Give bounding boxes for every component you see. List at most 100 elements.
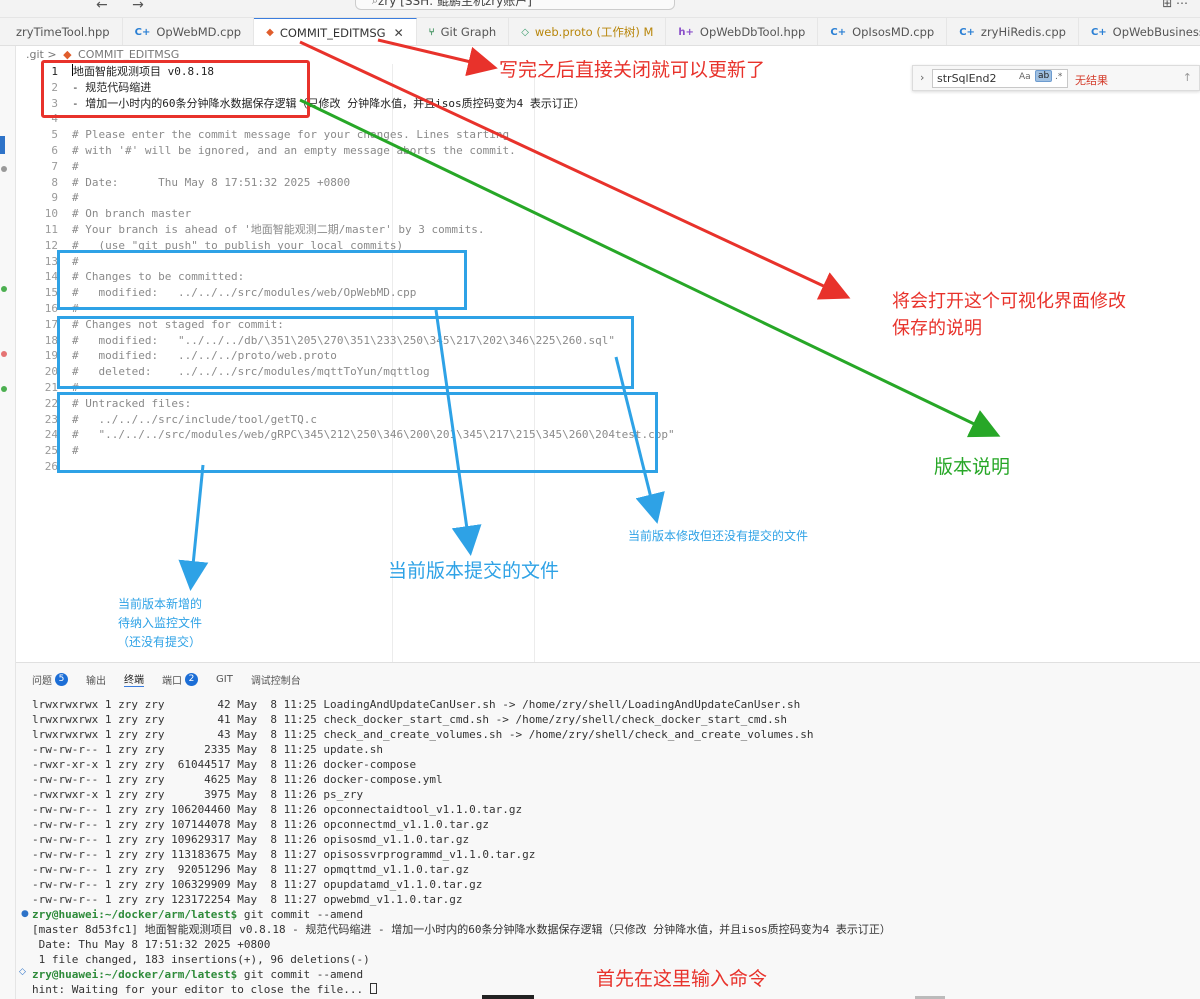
header-file-icon: h+ bbox=[678, 26, 694, 38]
code-line[interactable]: # with '#' will be ignored, and an empty… bbox=[72, 143, 516, 157]
code-line[interactable]: - 规范代码缩进 bbox=[72, 80, 152, 94]
tab-git-graph[interactable]: ⑂ Git Graph bbox=[417, 18, 510, 45]
tab-opwebmd[interactable]: C+ OpWebMD.cpp bbox=[123, 18, 255, 45]
code-line[interactable]: # ../../../src/include/tool/getTQ.c bbox=[72, 412, 318, 426]
terminal-command: git commit --amend bbox=[237, 968, 364, 981]
tab-label: 输出 bbox=[86, 675, 106, 687]
code-line[interactable]: # Please enter the commit message for yo… bbox=[72, 128, 510, 142]
cpp-file-icon: C+ bbox=[1090, 26, 1107, 38]
tab-output[interactable]: 输出 bbox=[86, 671, 106, 687]
terminal-line: -rw-rw-r-- 1 zry zry 109629317 May 8 11:… bbox=[32, 833, 470, 846]
code-line[interactable]: # bbox=[72, 159, 79, 173]
tab-terminal[interactable]: 终端 bbox=[124, 671, 144, 687]
command-center-label: zry [SSH: 鲲鹏主机zry账户] bbox=[378, 0, 532, 8]
version-note-box bbox=[41, 60, 310, 118]
chevron-right-icon[interactable]: › bbox=[920, 71, 925, 84]
terminal-cursor bbox=[369, 983, 377, 994]
tab-git[interactable]: GIT bbox=[216, 671, 233, 687]
terminal-prompt: zry@huawei:~/docker/arm/latest$ bbox=[32, 968, 238, 981]
command-center[interactable]: ⌕ zry [SSH: 鲲鹏主机zry账户] bbox=[355, 0, 675, 10]
tab-opwebdbtool[interactable]: h+ OpWebDbTool.hpp bbox=[666, 18, 819, 45]
terminal[interactable]: lrwxrwxrwx 1 zry zry 42 May 8 11:25 Load… bbox=[32, 697, 891, 997]
line-number: 25 bbox=[44, 444, 58, 458]
regex-toggle[interactable]: .* bbox=[1055, 72, 1063, 82]
code-line[interactable]: # bbox=[72, 191, 79, 205]
tab-label: 调试控制台 bbox=[250, 675, 301, 687]
tab-opwebbusinesstool[interactable]: C+ OpWebBusinessTool.cpp bbox=[1079, 18, 1200, 45]
code-line[interactable]: # Changes to be committed: bbox=[72, 270, 245, 284]
tab-label: OpIsosMD.cpp bbox=[852, 25, 935, 39]
close-note: 写完之后直接关闭就可以更新了 bbox=[499, 59, 766, 81]
terminal-line: -rw-rw-r-- 1 zry zry 2335 May 8 11:25 up… bbox=[32, 743, 383, 756]
tab-label: 终端 bbox=[124, 675, 144, 686]
match-case-toggle[interactable]: Aa bbox=[1019, 72, 1031, 82]
editor-tabs: zryTimeTool.hpp C+ OpWebMD.cpp ◆ COMMIT_… bbox=[0, 18, 1200, 46]
terminal-hint: hint: Waiting for your editor to close t… bbox=[32, 983, 370, 996]
code-line[interactable]: # modified: ../../../proto/web.proto bbox=[72, 349, 337, 363]
untracked-note-line2: 待纳入监控文件 bbox=[118, 616, 203, 630]
ports-badge: 2 bbox=[185, 672, 198, 686]
tab-zryhiredis[interactable]: C+ zryHiRedis.cpp bbox=[947, 18, 1079, 45]
terminal-line: Date: Thu May 8 17:51:32 2025 +0800 bbox=[32, 938, 271, 951]
status-dot bbox=[1, 386, 7, 392]
version-note: 版本说明 bbox=[934, 456, 1011, 478]
command-success-dot: ● bbox=[21, 909, 29, 919]
scrollbar-fragment bbox=[915, 996, 945, 999]
layout-icons[interactable]: ⊞ ⋯ bbox=[1162, 0, 1188, 10]
code-line[interactable]: # bbox=[72, 444, 79, 458]
whole-word-toggle[interactable]: ab bbox=[1035, 70, 1053, 82]
terminal-line: -rw-rw-r-- 1 zry zry 123172254 May 8 11:… bbox=[32, 893, 463, 906]
tab-label: 端口 bbox=[162, 675, 182, 687]
breadcrumb-file[interactable]: COMMIT_EDITMSG bbox=[78, 48, 180, 61]
code-line[interactable]: # Untracked files: bbox=[72, 396, 192, 410]
tab-opisosmd[interactable]: C+ OpIsosMD.cpp bbox=[818, 18, 948, 45]
tab-label: OpWebBusinessTool.cpp bbox=[1112, 25, 1200, 39]
line-number: 3 bbox=[51, 96, 58, 110]
code-line[interactable]: # On branch master bbox=[72, 207, 192, 221]
line-number: 19 bbox=[44, 349, 58, 363]
line-number: 4 bbox=[51, 112, 58, 126]
problems-badge: 5 bbox=[55, 672, 68, 686]
tab-label: OpWebDbTool.hpp bbox=[699, 25, 806, 39]
command-running-icon: ◇ bbox=[19, 967, 26, 977]
line-number: 26 bbox=[44, 459, 58, 473]
tab-debug-console[interactable]: 调试控制台 bbox=[251, 671, 301, 687]
status-dot bbox=[1, 286, 7, 292]
tab-label: GIT bbox=[216, 673, 233, 685]
nav-arrows[interactable]: ← → bbox=[96, 0, 154, 13]
code-text: 地面智能观测项目 v0.8.18 bbox=[73, 65, 214, 78]
tab-web-proto[interactable]: ◇ web.proto (工作树) M bbox=[509, 18, 667, 45]
tab-label: 问题 bbox=[32, 675, 52, 687]
terminal-command-line: zry@huawei:~/docker/arm/latest$ git comm… bbox=[32, 907, 891, 922]
command-note: 首先在这里输入命令 bbox=[596, 968, 768, 990]
find-input[interactable]: strSqlEnd2 bbox=[932, 69, 1068, 88]
find-widget: › strSqlEnd2 Aa ab .* 无结果 ↑ bbox=[912, 65, 1200, 91]
terminal-line: -rw-rw-r-- 1 zry zry 113183675 May 8 11:… bbox=[32, 848, 536, 861]
terminal-line: lrwxrwxrwx 1 zry zry 42 May 8 11:25 Load… bbox=[32, 698, 801, 711]
code-line[interactable]: # Changes not staged for commit: bbox=[72, 317, 284, 331]
not-staged-note: 当前版本修改但还没有提交的文件 bbox=[628, 529, 809, 543]
code-line[interactable]: 地面智能观测项目 v0.8.18 bbox=[72, 64, 675, 80]
code-line[interactable]: # bbox=[72, 254, 79, 268]
breadcrumb-root[interactable]: .git bbox=[26, 48, 44, 61]
tab-label: web.proto (工作树) M bbox=[534, 25, 654, 39]
cpp-file-icon: C+ bbox=[959, 26, 975, 38]
git-file-icon: ◆ bbox=[63, 48, 72, 61]
line-number: 6 bbox=[51, 143, 58, 157]
untracked-note-line1: 当前版本新增的 bbox=[118, 597, 203, 611]
tab-zrytimetool[interactable]: zryTimeTool.hpp bbox=[0, 18, 123, 45]
tab-commit-editmsg[interactable]: ◆ COMMIT_EDITMSG ✕ bbox=[254, 18, 417, 45]
arrow-up-icon[interactable]: ↑ bbox=[1182, 71, 1192, 84]
code-line[interactable]: # Your branch is ahead of '地面智能观测二期/mast… bbox=[72, 222, 485, 236]
line-number: 22 bbox=[44, 396, 58, 410]
status-dot bbox=[1, 351, 7, 357]
terminal-line: -rwxr-xr-x 1 zry zry 61044517 May 8 11:2… bbox=[32, 758, 417, 771]
code-line[interactable]: # Date: Thu May 8 17:51:32 2025 +0800 bbox=[72, 175, 351, 189]
breadcrumb: .git > ◆ COMMIT_EDITMSG bbox=[26, 48, 179, 61]
line-number: 17 bbox=[44, 317, 58, 331]
close-icon[interactable]: ✕ bbox=[393, 25, 404, 40]
